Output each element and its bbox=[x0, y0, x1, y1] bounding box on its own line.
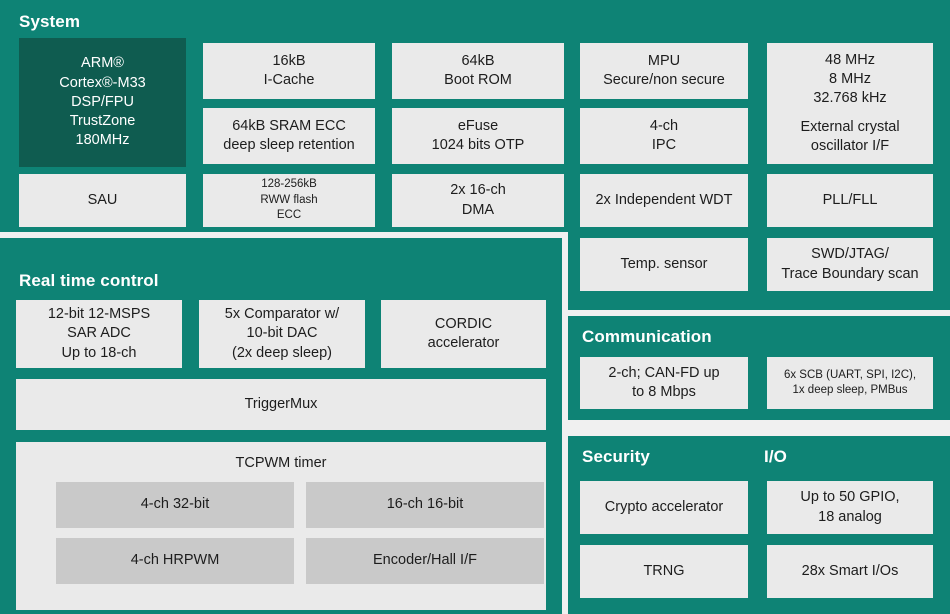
mpu-line-1: MPU bbox=[647, 52, 681, 69]
tcpwm-cell-label: 4-ch HRPWM bbox=[130, 552, 220, 569]
pllfll-line-1: PLL/FLL bbox=[822, 191, 878, 208]
block-triggermux: TriggerMux bbox=[16, 379, 546, 430]
trng-line-1: TRNG bbox=[643, 562, 685, 579]
tempsensor-line-1: Temp. sensor bbox=[620, 255, 708, 272]
flash-line-3: ECC bbox=[276, 209, 302, 222]
block-clock-sources: 48 MHz 8 MHz 32.768 kHz External crystal… bbox=[767, 43, 933, 164]
canfd-line-1: 2-ch; CAN-FD up bbox=[608, 364, 720, 381]
dma-line-2: DMA bbox=[461, 201, 495, 218]
cpu-line-2: Cortex®-M33 bbox=[59, 74, 146, 91]
block-arm-cortex-m33: ARM® Cortex®-M33 DSP/FPU TrustZone 180MH… bbox=[19, 38, 186, 167]
block-tcpwm-encoder-hall: Encoder/Hall I/F bbox=[306, 538, 544, 584]
block-watchdog: 2x Independent WDT bbox=[580, 174, 748, 227]
block-rww-flash: 128-256kB RWW flash ECC bbox=[203, 174, 375, 227]
efuse-line-1: eFuse bbox=[457, 117, 499, 134]
smartio-line-1: 28x Smart I/Os bbox=[801, 562, 899, 579]
crypto-line-1: Crypto accelerator bbox=[604, 498, 724, 515]
block-smart-io: 28x Smart I/Os bbox=[767, 545, 933, 598]
tcpwm-cell-label: 16-ch 16-bit bbox=[386, 496, 464, 513]
system-section-lower-strip: Temp. sensor SWD/JTAG/ Trace Boundary sc… bbox=[568, 232, 950, 310]
block-scb: 6x SCB (UART, SPI, I2C), 1x deep sleep, … bbox=[767, 357, 933, 409]
ipc-line-2: IPC bbox=[651, 137, 677, 153]
real-time-control-section-title: Real time control bbox=[19, 271, 159, 290]
block-sar-adc: 12-bit 12-MSPS SAR ADC Up to 18-ch bbox=[16, 300, 182, 368]
block-can-fd: 2-ch; CAN-FD up to 8 Mbps bbox=[580, 357, 748, 409]
block-dma: 2x 16-ch DMA bbox=[392, 174, 564, 227]
clocks-line-3: 32.768 kHz bbox=[813, 90, 887, 107]
swdjtag-line-2: Trace Boundary scan bbox=[781, 265, 919, 282]
block-boot-rom: 64kB Boot ROM bbox=[392, 43, 564, 99]
block-sram-ecc: 64kB SRAM ECC deep sleep retention bbox=[203, 108, 375, 164]
clocks-line-2: 8 MHz bbox=[829, 71, 871, 88]
comparator-line-2: 10-bit DAC bbox=[246, 325, 318, 342]
scb-line-1: 6x SCB (UART, SPI, I2C), bbox=[783, 368, 917, 381]
cpu-line-5: 180MHz bbox=[75, 132, 130, 149]
bootrom-line-2: Boot ROM bbox=[444, 72, 512, 88]
block-tcpwm-timer-group: TCPWM timer 4-ch 32-bit 16-ch 16-bit 4-c… bbox=[16, 442, 546, 610]
sram-line-1: 64kB SRAM ECC bbox=[232, 117, 346, 134]
gpio-line-1: Up to 50 GPIO, bbox=[800, 489, 900, 506]
sau-line-1: SAU bbox=[87, 191, 118, 208]
mpu-line-2: Secure/non secure bbox=[603, 72, 725, 88]
security-io-section: Security I/O Crypto accelerator TRNG Up … bbox=[568, 436, 950, 614]
block-pll-fll: PLL/FLL bbox=[767, 174, 933, 227]
block-ipc: 4-ch IPC bbox=[580, 108, 748, 164]
gpio-line-2: 18 analog bbox=[818, 508, 882, 525]
block-efuse: eFuse 1024 bits OTP bbox=[392, 108, 564, 164]
cpu-line-4: TrustZone bbox=[69, 113, 136, 130]
ipc-line-1: 4-ch bbox=[649, 117, 679, 134]
cordic-line-1: CORDIC bbox=[434, 315, 493, 332]
block-tcpwm-4ch-32bit: 4-ch 32-bit bbox=[56, 482, 294, 528]
tcpwm-cell-label: 4-ch 32-bit bbox=[140, 496, 210, 513]
tcpwm-group-label: TCPWM timer bbox=[235, 455, 327, 471]
block-comparator-dac: 5x Comparator w/ 10-bit DAC (2x deep sle… bbox=[199, 300, 365, 368]
block-temp-sensor: Temp. sensor bbox=[580, 238, 748, 291]
cpu-line-1: ARM® bbox=[81, 55, 124, 72]
sram-line-2: deep sleep retention bbox=[223, 137, 355, 153]
block-cordic: CORDIC accelerator bbox=[381, 300, 546, 368]
comparator-line-3: (2x deep sleep) bbox=[232, 344, 332, 361]
block-tcpwm-4ch-hrpwm: 4-ch HRPWM bbox=[56, 538, 294, 584]
triggermux-line-1: TriggerMux bbox=[244, 395, 318, 412]
clocks-line-4: External crystal bbox=[800, 118, 900, 135]
block-trng: TRNG bbox=[580, 545, 748, 598]
system-section-title: System bbox=[19, 12, 81, 31]
block-icache: 16kB I-Cache bbox=[203, 43, 375, 99]
clocks-line-1: 48 MHz bbox=[825, 51, 875, 68]
block-crypto-accelerator: Crypto accelerator bbox=[580, 481, 748, 534]
flash-line-1: 128-256kB bbox=[261, 178, 317, 191]
block-swd-jtag: SWD/JTAG/ Trace Boundary scan bbox=[767, 238, 933, 291]
block-mpu: MPU Secure/non secure bbox=[580, 43, 748, 99]
comparator-line-1: 5x Comparator w/ bbox=[224, 306, 340, 323]
wdt-line-1: 2x Independent WDT bbox=[595, 191, 733, 208]
clocks-line-5: oscillator I/F bbox=[810, 137, 890, 154]
real-time-control-section: Real time control 12-bit 12-MSPS SAR ADC… bbox=[0, 238, 562, 614]
efuse-line-2: 1024 bits OTP bbox=[431, 137, 525, 153]
flash-line-2: RWW flash bbox=[260, 193, 318, 206]
block-gpio: Up to 50 GPIO, 18 analog bbox=[767, 481, 933, 534]
communication-section-title: Communication bbox=[582, 327, 712, 346]
io-section-title: I/O bbox=[764, 447, 787, 466]
adc-line-1: 12-bit 12-MSPS bbox=[47, 306, 151, 323]
communication-section: Communication 2-ch; CAN-FD up to 8 Mbps … bbox=[568, 316, 950, 420]
canfd-line-2: to 8 Mbps bbox=[632, 384, 696, 400]
swdjtag-line-1: SWD/JTAG/ bbox=[811, 246, 889, 263]
scb-line-2: 1x deep sleep, PMBus bbox=[792, 384, 908, 396]
block-sau: SAU bbox=[19, 174, 186, 227]
adc-line-2: SAR ADC bbox=[67, 325, 131, 342]
security-section-title: Security bbox=[582, 447, 650, 466]
icache-line-2: I-Cache bbox=[263, 72, 315, 88]
cordic-line-2: accelerator bbox=[427, 335, 500, 351]
system-section: System ARM® Cortex®-M33 DSP/FPU TrustZon… bbox=[0, 0, 950, 232]
dma-line-1: 2x 16-ch bbox=[450, 182, 506, 199]
block-tcpwm-16ch-16bit: 16-ch 16-bit bbox=[306, 482, 544, 528]
bootrom-line-1: 64kB bbox=[461, 52, 495, 69]
cpu-line-3: DSP/FPU bbox=[71, 93, 134, 110]
icache-line-1: 16kB bbox=[272, 52, 306, 69]
tcpwm-cell-label: Encoder/Hall I/F bbox=[373, 552, 477, 569]
adc-line-3: Up to 18-ch bbox=[61, 344, 137, 361]
